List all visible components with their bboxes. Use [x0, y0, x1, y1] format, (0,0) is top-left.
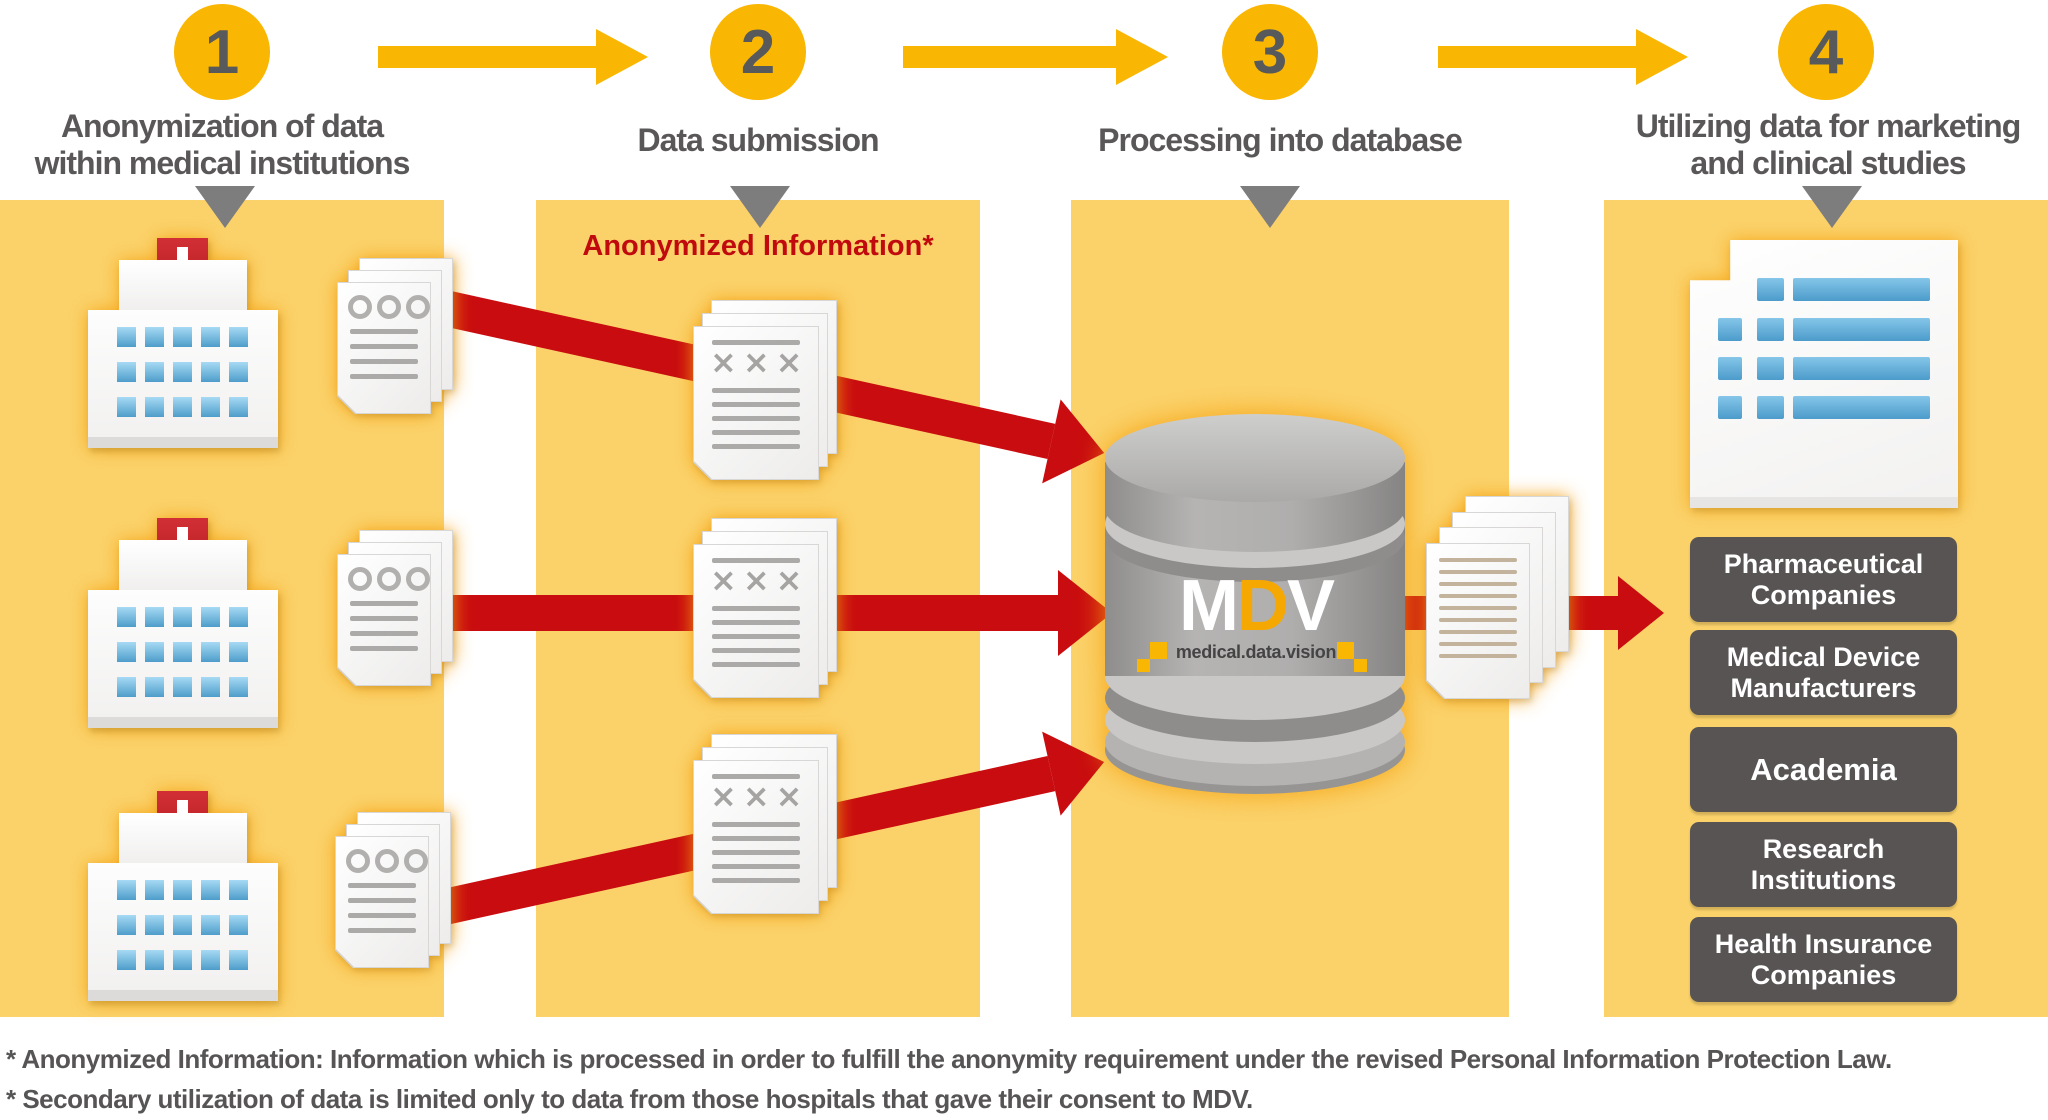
pointer-triangle-icon [1802, 186, 1862, 228]
anonymized-marks: ××× [710, 777, 809, 815]
flow-arrowhead-icon [1116, 29, 1168, 85]
destination-pharmaceutical: Pharmaceutical Companies [1690, 537, 1957, 622]
hospital-icon [88, 513, 278, 728]
step-1-number: 1 [204, 17, 240, 87]
flow-arrow-icon [903, 46, 1116, 68]
processed-document-icon [1426, 496, 1576, 706]
medical-record-stack-icon [337, 530, 467, 700]
step-2-circle: 2 [710, 4, 806, 100]
step-3-circle: 3 [1222, 4, 1318, 100]
logo-square-icon [1137, 659, 1150, 672]
destination-research: Research Institutions [1690, 822, 1957, 907]
mdv-logo-text: MDV [1178, 566, 1335, 646]
step-1-label: Anonymization of data within medical ins… [34, 108, 411, 181]
flow-arrowhead-icon [1636, 29, 1688, 85]
step-3-label: Processing into database [1098, 122, 1463, 158]
medical-record-stack-icon [337, 258, 467, 428]
mdv-logo: MDV medical.data.vision [1125, 566, 1387, 672]
step-2-number: 2 [740, 17, 776, 87]
flow-arrowhead-icon [596, 29, 648, 85]
report-table-icon [1690, 240, 1958, 508]
mdv-tagline: medical.data.vision [1175, 642, 1337, 662]
patient-ids-icon [348, 567, 430, 591]
logo-square-icon [1354, 659, 1367, 672]
hospital-icon [88, 233, 278, 448]
anonymized-document-icon: ××× [693, 300, 841, 482]
destination-academia: Academia [1690, 727, 1957, 812]
flow-arrow-icon [1438, 46, 1636, 68]
medical-record-stack-icon [335, 812, 465, 982]
step-3-number: 3 [1252, 17, 1288, 87]
destination-health-insurance: Health Insurance Companies [1690, 917, 1957, 1002]
step-4-circle: 4 [1778, 4, 1874, 100]
step-1-circle: 1 [174, 4, 270, 100]
footnote-secondary-utilization: * Secondary utilization of data is limit… [6, 1084, 1253, 1114]
anonymized-marks: ××× [710, 343, 809, 381]
pointer-triangle-icon [730, 186, 790, 228]
anonymized-document-icon: ××× [693, 734, 841, 916]
pointer-triangle-icon [1240, 186, 1300, 228]
footnote-anonymized-information: * Anonymized Information: Information wh… [6, 1044, 1892, 1074]
pointer-triangle-icon [195, 186, 255, 228]
anonymized-marks: ××× [710, 561, 809, 599]
anonymized-information-note: Anonymized Information* [582, 230, 934, 262]
logo-square-icon [1337, 642, 1354, 659]
step-4-label: Utilizing data for marketing and clinica… [1635, 108, 2021, 181]
step-2-label: Data submission [637, 122, 879, 158]
step-4-number: 4 [1808, 17, 1844, 87]
hospital-icon [88, 786, 278, 1001]
flow-arrow-icon [378, 46, 596, 68]
patient-ids-icon [348, 295, 430, 319]
destination-medical-device: Medical Device Manufacturers [1690, 630, 1957, 715]
anonymized-document-icon: ××× [693, 518, 841, 700]
patient-ids-icon [346, 849, 428, 873]
database-icon [1105, 414, 1405, 794]
logo-square-icon [1150, 642, 1167, 659]
